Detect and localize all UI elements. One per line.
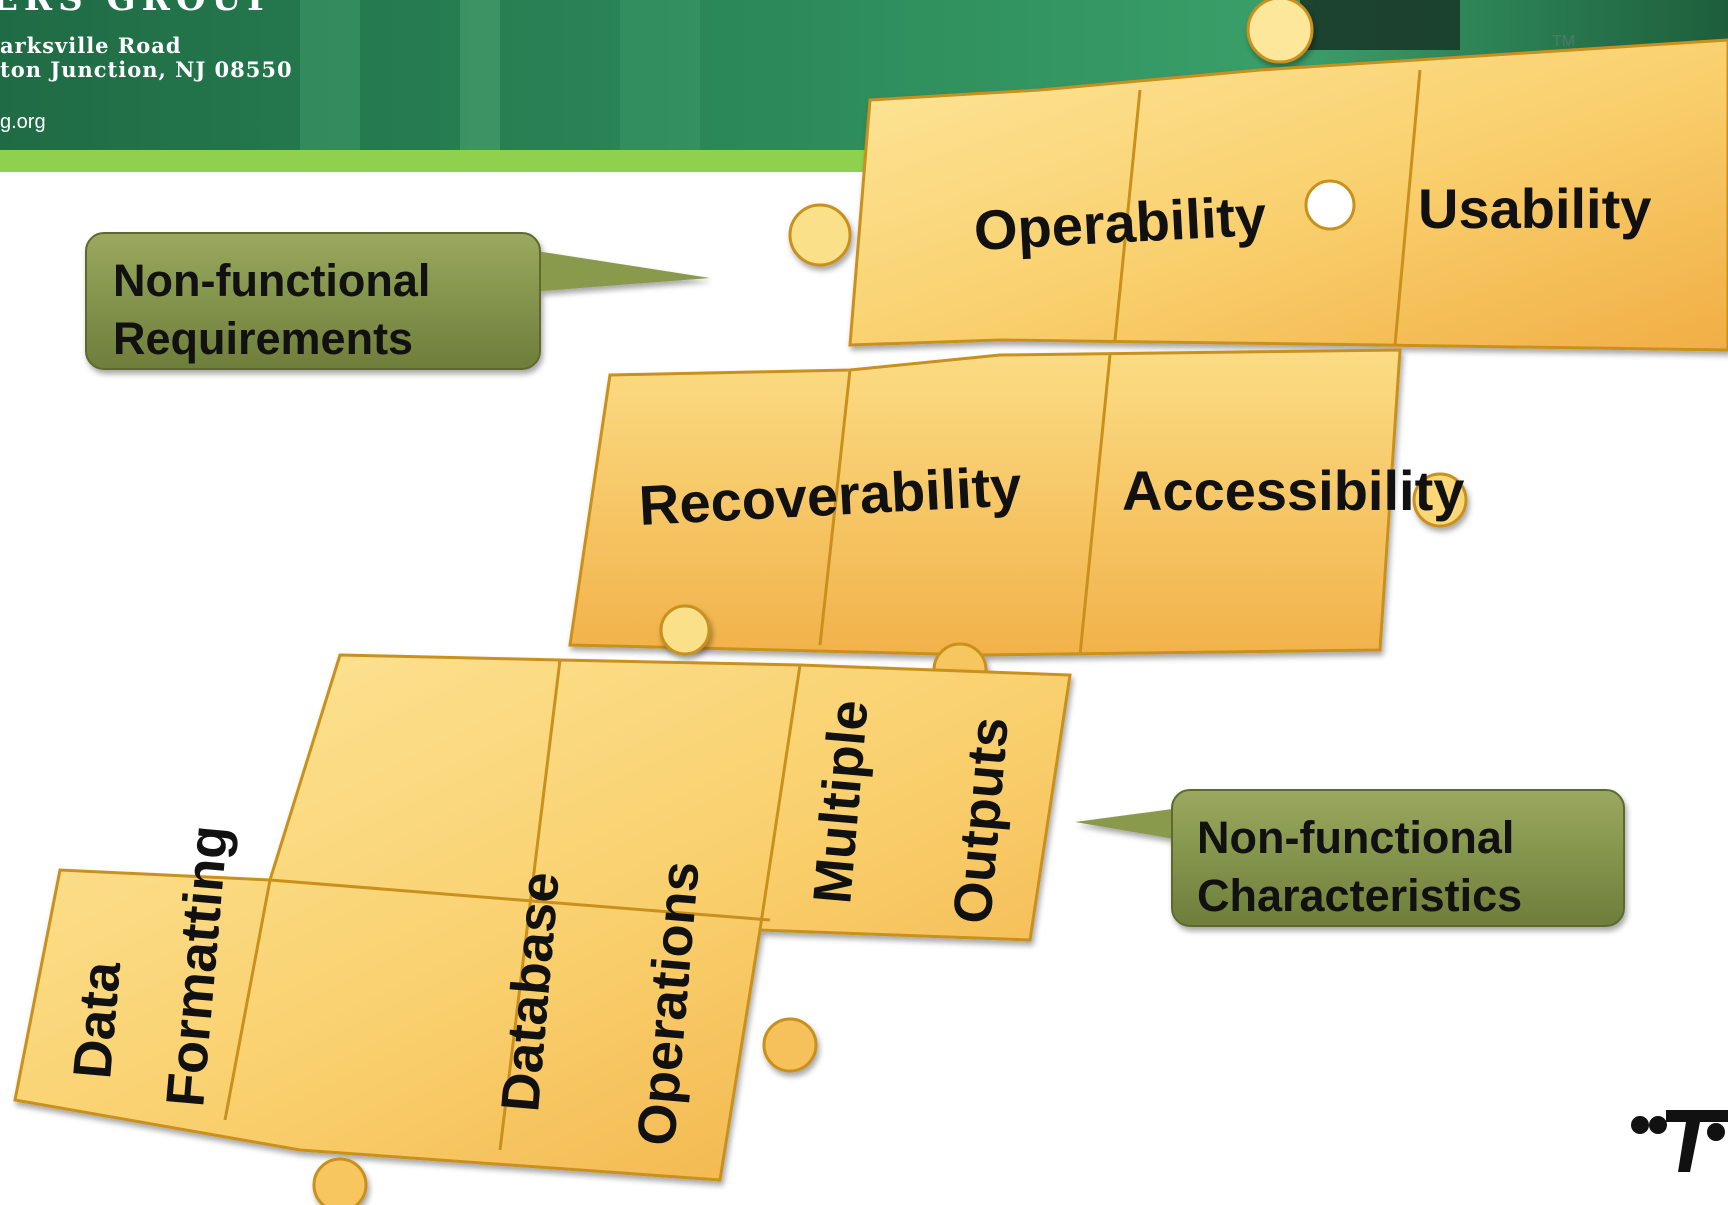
header-company-name: ERS GROUP	[0, 0, 279, 19]
company-logo-icon	[1631, 1110, 1728, 1172]
callout-characteristics-line2: Characteristics	[1197, 870, 1522, 921]
label-operability: Operability	[972, 184, 1267, 262]
header-website: g.org	[0, 111, 46, 133]
header-address-line2: ton Junction, NJ 08550	[0, 57, 293, 82]
label-accessibility: Accessibility	[1122, 459, 1464, 522]
callout-requirements-line1: Non-functional	[113, 255, 430, 306]
label-usability: Usability	[1418, 177, 1651, 240]
callout-requirements	[85, 232, 710, 370]
puzzle-row-bottom	[13, 604, 1072, 1205]
puzzle-row-top	[788, 0, 1728, 352]
callout-characteristics	[1075, 789, 1625, 927]
header-address-line1: arksville Road	[0, 33, 182, 58]
label-data: Data	[62, 958, 132, 1081]
callout-requirements-line2: Requirements	[113, 313, 413, 364]
callout-characteristics-line1: Non-functional	[1197, 812, 1514, 863]
trademark-symbol: TM	[1552, 33, 1575, 50]
